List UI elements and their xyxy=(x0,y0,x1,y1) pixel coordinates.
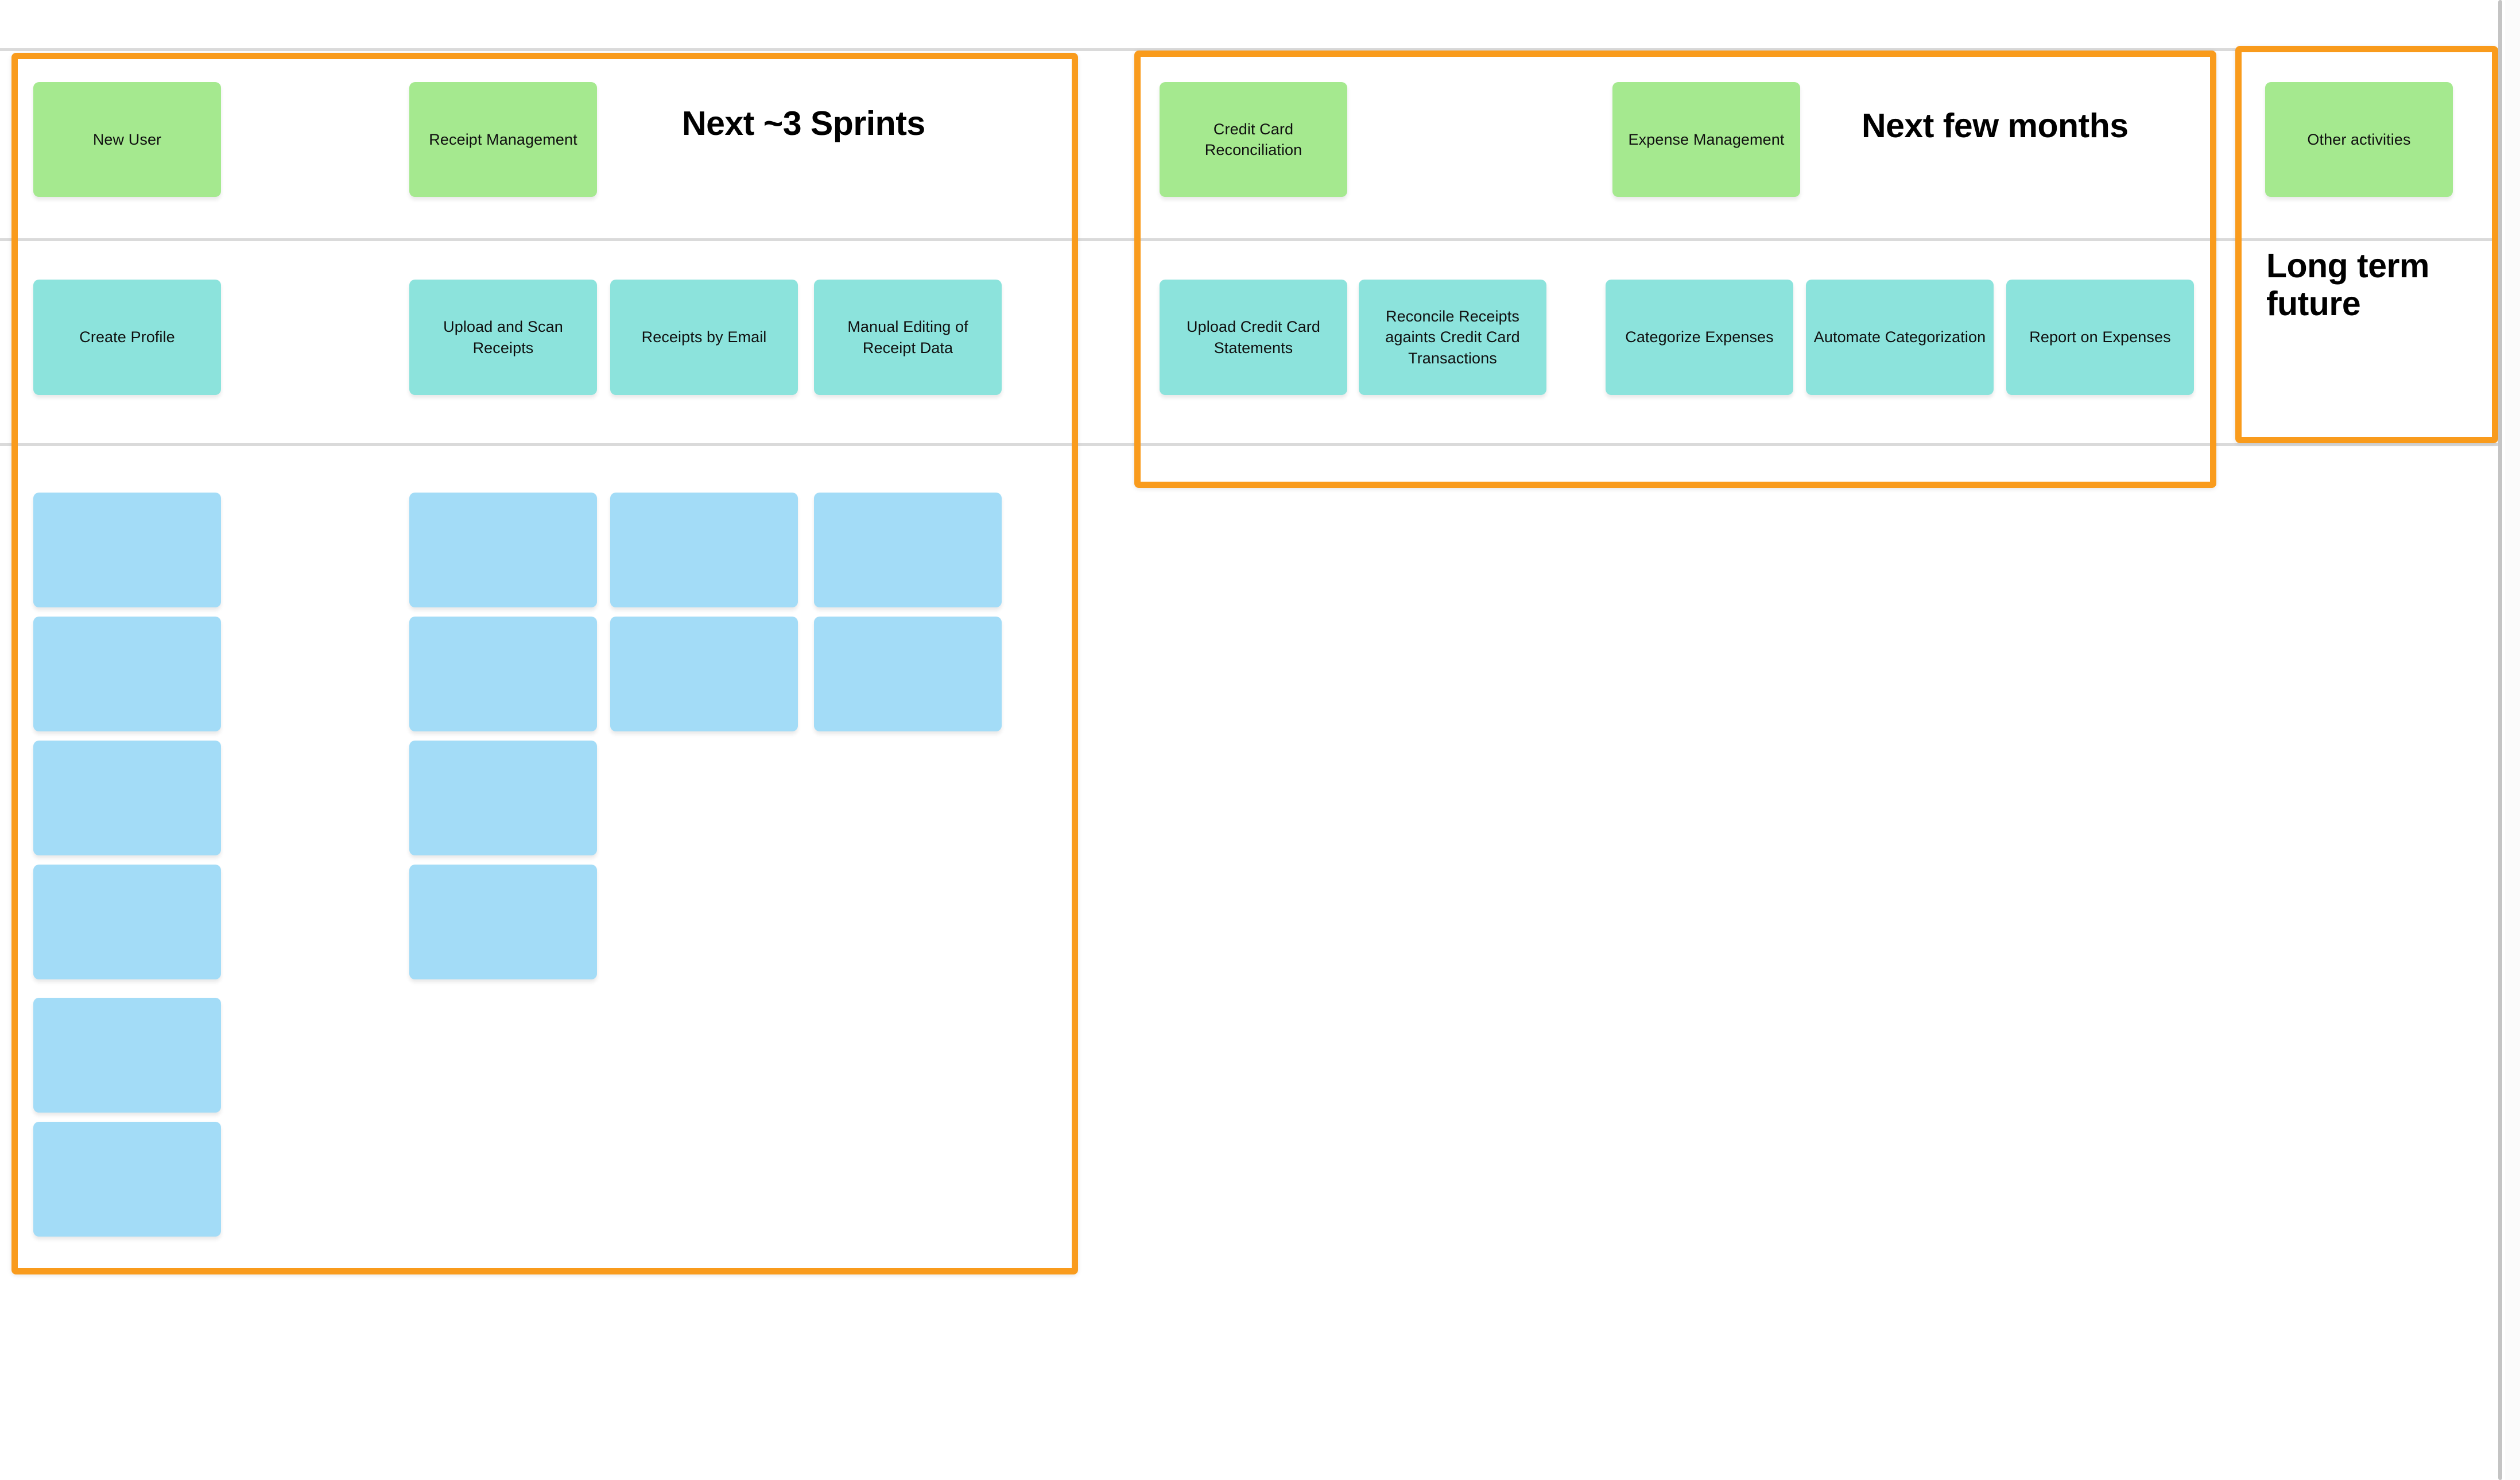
activity-card-upload-and-scan-receipts[interactable]: Upload and Scan Receipts xyxy=(409,280,597,395)
story-card[interactable] xyxy=(610,617,798,731)
activity-card-upload-credit-card-statements[interactable]: Upload Credit Card Statements xyxy=(1160,280,1347,395)
swimlane-divider-activities-stories xyxy=(0,443,2498,446)
epic-card-label: New User xyxy=(92,130,162,148)
activity-card-label: Reconcile Receipts againts Credit Card T… xyxy=(1385,307,1520,367)
story-card[interactable] xyxy=(409,741,597,855)
activity-card-label: Automate Categorization xyxy=(1813,328,1986,346)
activity-card-label: Upload and Scan Receipts xyxy=(443,318,563,357)
activity-card-label: Report on Expenses xyxy=(2029,328,2171,346)
story-card[interactable] xyxy=(33,617,221,731)
highlight-frame-long-term-future[interactable] xyxy=(2235,46,2498,443)
activity-card-automate-categorization[interactable]: Automate Categorization xyxy=(1806,280,1994,395)
epic-card-new-user[interactable]: New User xyxy=(33,82,221,197)
highlight-frame-next-3-sprints[interactable] xyxy=(11,53,1078,1274)
activity-card-label: Upload Credit Card Statements xyxy=(1187,318,1320,357)
story-card[interactable] xyxy=(610,493,798,607)
story-card[interactable] xyxy=(33,998,221,1113)
epic-card-label: Receipt Management xyxy=(429,130,577,148)
story-card[interactable] xyxy=(409,493,597,607)
story-card[interactable] xyxy=(409,865,597,979)
activity-card-label: Create Profile xyxy=(79,328,175,346)
section-title-long-term-future: Long term future xyxy=(2266,247,2429,323)
epic-card-receipt-management[interactable]: Receipt Management xyxy=(409,82,597,197)
activity-card-create-profile[interactable]: Create Profile xyxy=(33,280,221,395)
activity-card-label: Manual Editing of Receipt Data xyxy=(847,318,968,357)
epic-card-expense-management[interactable]: Expense Management xyxy=(1612,82,1800,197)
story-card[interactable] xyxy=(814,493,1002,607)
story-card[interactable] xyxy=(33,865,221,979)
story-card[interactable] xyxy=(409,617,597,731)
highlight-frame-next-few-months[interactable] xyxy=(1134,51,2216,488)
activity-card-manual-editing-of-receipt-data[interactable]: Manual Editing of Receipt Data xyxy=(814,280,1002,395)
activity-card-categorize-expenses[interactable]: Categorize Expenses xyxy=(1606,280,1793,395)
epic-card-other-activities[interactable]: Other activities xyxy=(2265,82,2453,197)
epic-card-label: Other activities xyxy=(2307,130,2411,148)
dot-grid-canvas xyxy=(2505,0,2520,1480)
canvas-scrollbar[interactable] xyxy=(2498,0,2502,1480)
epic-card-credit-card-reconciliation[interactable]: Credit Card Reconciliation xyxy=(1160,82,1347,197)
epic-card-label: Credit Card Reconciliation xyxy=(1204,120,1302,158)
story-card[interactable] xyxy=(814,617,1002,731)
activity-card-label: Categorize Expenses xyxy=(1625,328,1774,346)
story-card[interactable] xyxy=(33,493,221,607)
story-card[interactable] xyxy=(33,1122,221,1237)
activity-card-receipts-by-email[interactable]: Receipts by Email xyxy=(610,280,798,395)
swimlane-divider-top xyxy=(0,48,2498,51)
swimlane-divider-epics-activities xyxy=(0,238,2498,241)
section-title-next-few-months: Next few months xyxy=(1862,107,2129,145)
activity-card-report-on-expenses[interactable]: Report on Expenses xyxy=(2006,280,2194,395)
section-title-next-3-sprints: Next ~3 Sprints xyxy=(682,104,925,142)
epic-card-label: Expense Management xyxy=(1628,130,1785,148)
story-card[interactable] xyxy=(33,741,221,855)
activity-card-reconcile-receipts-against-credit-card-transactions[interactable]: Reconcile Receipts againts Credit Card T… xyxy=(1359,280,1546,395)
activity-card-label: Receipts by Email xyxy=(641,328,767,346)
